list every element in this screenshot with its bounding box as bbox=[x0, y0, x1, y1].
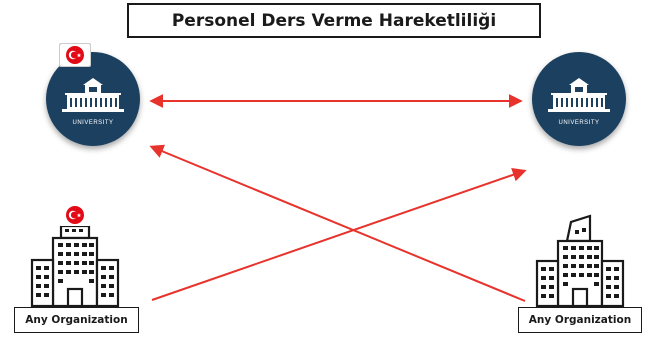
university-label: UNIVERSITY bbox=[72, 120, 113, 126]
arrow-organization-to-university bbox=[151, 168, 527, 301]
turkish-flag-icon bbox=[59, 43, 91, 67]
diagram-title: Personel Ders Verme Hareketliliği bbox=[127, 3, 541, 38]
university-label: UNIVERSITY bbox=[558, 120, 599, 126]
turkish-flag-icon bbox=[59, 204, 91, 226]
arrow-organization-to-home-university bbox=[149, 144, 526, 302]
home-university: UNIVERSITY bbox=[46, 43, 140, 146]
host-university: UNIVERSITY bbox=[532, 52, 626, 146]
host-organization-label: Any Organization bbox=[518, 307, 642, 333]
home-organization-label: Any Organization bbox=[14, 307, 139, 333]
host-organization-building-icon bbox=[535, 214, 625, 308]
